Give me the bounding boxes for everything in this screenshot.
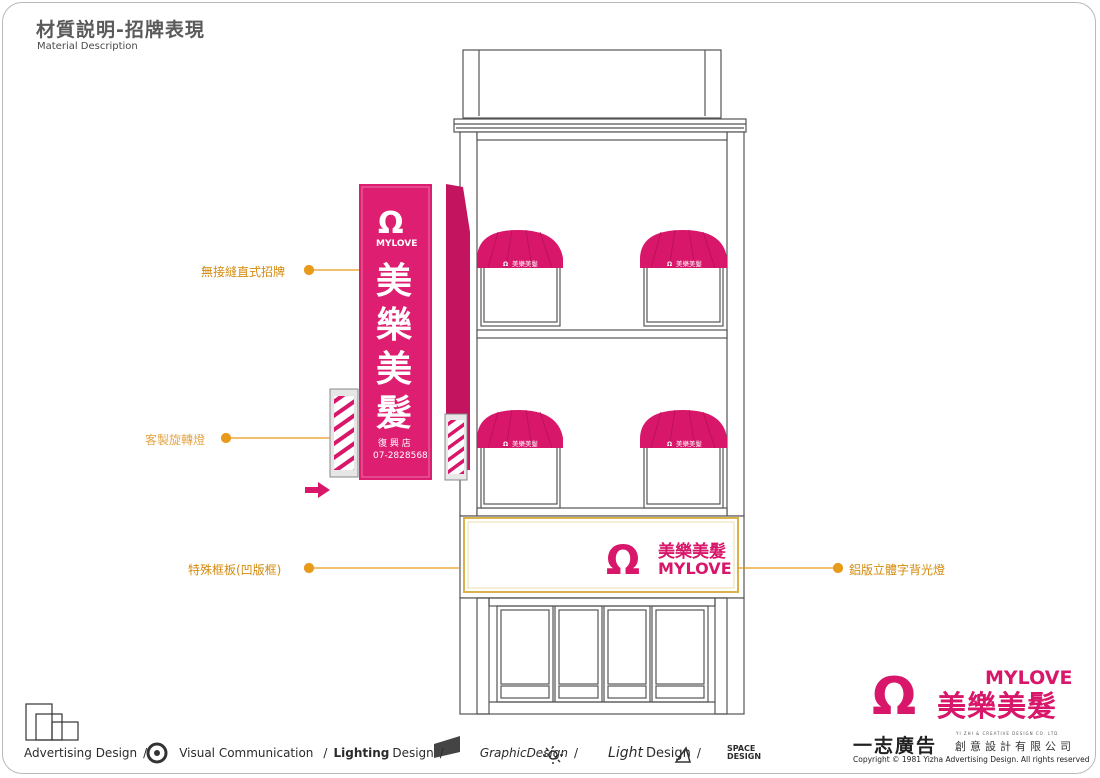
window — [480, 437, 561, 509]
light-design-icon — [543, 746, 563, 764]
footer-item: / — [439, 746, 444, 760]
footer-item: / — [574, 746, 579, 760]
footer-item: / — [323, 746, 328, 760]
sign-side-view — [446, 184, 470, 470]
svg-text:Ω: Ω — [503, 441, 508, 448]
window — [643, 437, 724, 509]
awning — [477, 409, 563, 449]
svg-text:Ω: Ω — [667, 261, 672, 268]
frame-board: Ω 美樂美髮 MYLOVE — [463, 517, 739, 593]
awning — [477, 229, 563, 269]
awning-text: 美樂美髮 — [512, 439, 539, 448]
svg-text:Ω: Ω — [503, 261, 508, 268]
callout-vertical-sign: 無接縫直式招牌 — [201, 265, 286, 279]
callout-dot — [220, 432, 232, 444]
page-title: 材質説明-招牌表現 — [36, 19, 205, 41]
sign-char: 樂 — [376, 305, 413, 346]
svg-text:Ω: Ω — [667, 441, 672, 448]
sign-branch: 復 興 店 — [378, 437, 411, 449]
frame-sign-chinese: 美樂美髮 — [658, 541, 726, 562]
floor-slab — [476, 329, 728, 339]
footer-item: Advertising Design — [24, 746, 138, 760]
sign-logo-mark: Ω — [378, 206, 404, 241]
callout-frame-board: 特殊框板(凹版框) — [188, 563, 282, 577]
awnings: 美樂美髮 美樂美髮 美樂美髮 美樂美髮 Ω Ω Ω Ω — [477, 229, 727, 449]
vertical-sign: Ω MYLOVE 美 樂 美 髮 復 興 店 07-2828568 — [359, 184, 432, 480]
visual-communication-icon — [146, 742, 168, 764]
footer-item: / — [696, 746, 701, 760]
footer-item: / — [143, 746, 148, 760]
awning — [640, 409, 727, 449]
footer-item: SPACE DESIGN — [726, 744, 762, 761]
sign-phone: 07-2828568 — [373, 451, 428, 461]
awning — [640, 229, 727, 269]
barber-pole-side — [444, 413, 468, 481]
footer-item: Design — [646, 745, 691, 761]
ad-design-logo — [25, 703, 79, 741]
callout-dot — [832, 562, 844, 574]
frame-sign-english: MYLOVE — [658, 559, 732, 578]
company-tiny: YI ZHI & CREATIVE DESIGN CO. LTD — [956, 731, 1059, 736]
frame-logo-mark: Ω — [606, 538, 640, 584]
brand-mylove: MYLOVE — [985, 667, 1073, 689]
awning-text: 美樂美髮 — [676, 259, 703, 268]
brand-name: 美樂美髮 — [937, 689, 1058, 723]
footer-strip: Advertising Design / Visual Communicatio… — [24, 735, 777, 771]
window — [643, 257, 724, 327]
right-column — [726, 131, 745, 517]
arrow-icon — [305, 482, 330, 498]
sign-logo-text: MYLOVE — [376, 239, 417, 249]
graphic-design-icon — [434, 736, 460, 758]
company-sub: 創意設計有限公司 — [955, 740, 1075, 753]
callout-letters-backlight: 鋁版立體字背光燈 — [849, 563, 946, 577]
barber-pole-front — [329, 388, 359, 478]
footer-item: Design — [392, 746, 434, 760]
floor-slab — [476, 507, 728, 517]
footer-item: GraphicDesign — [479, 746, 568, 760]
footer-item: Visual Communication — [179, 746, 314, 760]
footer-item: Light — [608, 745, 643, 761]
cornice — [453, 118, 747, 133]
company-name: 一志廣告 — [853, 735, 938, 757]
space-design-icon — [674, 746, 691, 763]
awning-text: 美樂美髮 — [676, 439, 703, 448]
copyright: Copyright © 1981 Yizha Advertising Desig… — [853, 755, 1090, 764]
callout-dot — [303, 562, 315, 574]
sign-char: 美 — [376, 349, 412, 390]
footer-item: Lighting — [333, 746, 390, 760]
callout-dot — [303, 264, 315, 276]
callout-barber-pole: 客製旋轉燈 — [145, 433, 206, 447]
brand-logo-mark: Ω — [872, 667, 916, 727]
window — [480, 257, 561, 327]
page-subtitle: Material Description — [37, 41, 138, 52]
parapet — [462, 49, 722, 119]
sign-char: 美 — [376, 261, 412, 302]
awning-text: 美樂美髮 — [512, 259, 539, 268]
sign-char: 髮 — [376, 393, 412, 434]
